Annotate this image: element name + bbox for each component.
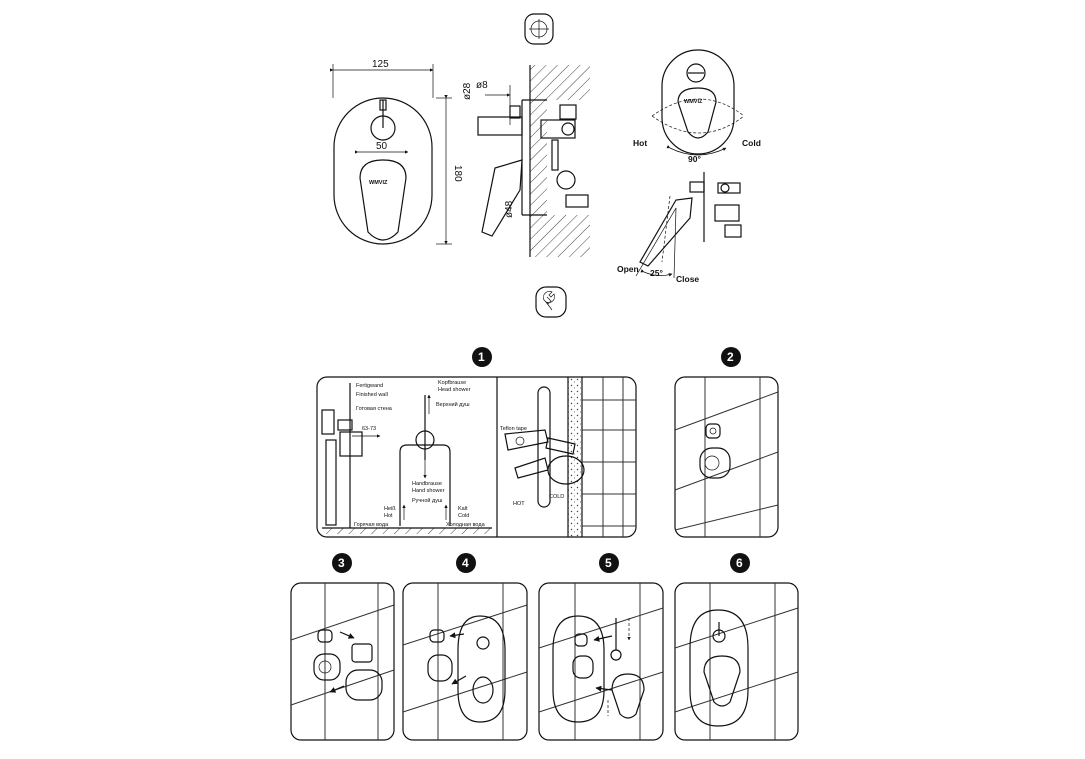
dimension-depth-top: ø28	[462, 82, 473, 100]
side-view-drawing: ø8 ø28 ø48	[462, 65, 590, 257]
hand-shower-ru: Ручной душ	[412, 497, 443, 504]
step-number: 1	[478, 350, 485, 364]
rotation-angle: 90°	[688, 154, 701, 164]
finished-wall-en: Finished wall	[356, 392, 388, 398]
head-shower-de: Kopfbrause	[438, 380, 466, 386]
step-5-badge: 5	[599, 553, 619, 573]
step-number: 5	[605, 556, 612, 570]
hot-de: Heiß	[384, 506, 396, 512]
lever-angle: 25°	[650, 268, 663, 278]
step-2-panel	[674, 376, 779, 538]
lever-angle-diagram: Open Close 25°	[617, 172, 742, 284]
hand-shower-en: Hand shower	[412, 488, 445, 494]
step-6-badge: 6	[730, 553, 750, 573]
step-5-panel	[538, 582, 664, 741]
hot-ru: Горячая вода	[354, 522, 389, 528]
head-shower-en: Head shower	[438, 387, 471, 393]
wrench-icon	[535, 286, 567, 318]
open-label: Open	[617, 264, 639, 274]
step-1-badge: 1	[472, 347, 492, 367]
teflon-tape-label: Teflon tape	[500, 426, 527, 432]
step-1-panel: Fertigwand Finished wall Готовая стена 6…	[316, 376, 637, 538]
step-3-badge: 3	[332, 553, 352, 573]
step-6-panel	[674, 582, 799, 741]
step-2-badge: 2	[721, 347, 741, 367]
cold-de: Kalt	[458, 506, 468, 512]
brand-mark-small: WMVIZ	[684, 99, 703, 105]
rotation-diagram: WMVIZ Hot Cold 90°	[633, 49, 761, 164]
dimension-width: 125	[372, 59, 389, 70]
step-3-panel	[290, 582, 395, 741]
step-number: 3	[338, 556, 345, 570]
dimension-pipe: ø8	[476, 80, 488, 91]
step-number: 6	[736, 556, 743, 570]
step-4-panel	[402, 582, 528, 741]
dimension-height: 180	[452, 165, 463, 182]
hot-en: Hot	[384, 513, 393, 519]
finished-wall-ru: Готовая стена	[356, 406, 393, 412]
hot-short-label: HOT	[513, 501, 525, 507]
cold-en: Cold	[458, 513, 469, 519]
brand-mark: WMVIZ	[369, 180, 388, 186]
front-view-drawing: 125 180 50 WMVIZ	[329, 59, 463, 245]
hand-shower-de: Handbrause	[412, 481, 442, 487]
dimension-depth-bottom: ø48	[504, 200, 515, 218]
head-shower-ru: Верхний душ	[436, 401, 470, 408]
cold-label: Cold	[742, 138, 761, 148]
cold-short-label: COLD	[549, 494, 564, 500]
step-number: 4	[462, 556, 469, 570]
step-4-badge: 4	[456, 553, 476, 573]
step-number: 2	[727, 350, 734, 364]
drawing-symbol-icon	[524, 13, 554, 45]
cold-ru: Холодная вода	[446, 522, 486, 528]
finished-wall-de: Fertigwand	[356, 383, 383, 389]
depth-range: 63-73	[362, 426, 376, 432]
hot-label: Hot	[633, 138, 647, 148]
close-label: Close	[676, 274, 699, 284]
dimension-handle: 50	[376, 141, 388, 152]
